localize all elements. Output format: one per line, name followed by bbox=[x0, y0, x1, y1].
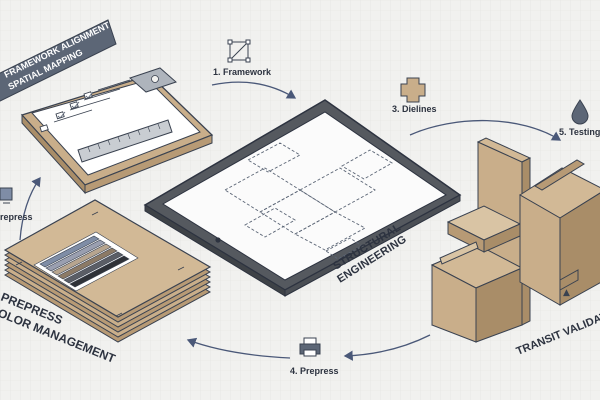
step-dielines-label: 3. Dielines bbox=[392, 104, 437, 114]
color-swatch-strip bbox=[33, 231, 139, 292]
arrow-dielines-to-testing bbox=[409, 119, 562, 141]
prepress-printer-icon bbox=[299, 337, 321, 357]
framework-icon bbox=[227, 39, 251, 63]
svg-text:▲: ▲ bbox=[563, 288, 570, 298]
registration-marks bbox=[15, 211, 185, 317]
tablet-home-button bbox=[215, 237, 221, 243]
shipping-box: ▲ bbox=[519, 159, 600, 306]
prepress-monitor-icon bbox=[0, 187, 13, 204]
tablet-screen bbox=[162, 111, 447, 281]
arrow-prepress-to-color bbox=[186, 337, 291, 359]
arrow-framework-to-tablet bbox=[211, 81, 297, 99]
step-framework-label: 1. Framework bbox=[213, 67, 272, 77]
testing-drop-icon bbox=[571, 99, 589, 125]
arrow-color-to-clipboard bbox=[19, 176, 41, 241]
tablet-structural-engineering bbox=[143, 99, 462, 297]
step-prepress-label: 4. Prepress bbox=[290, 366, 339, 376]
flat-sheet-stack bbox=[3, 199, 212, 343]
dielines-icon bbox=[400, 77, 426, 103]
clipboard-checklist bbox=[20, 67, 214, 195]
checklist-items bbox=[39, 79, 131, 133]
shelf-display-unit bbox=[430, 137, 532, 343]
dieline-drawing bbox=[224, 142, 393, 260]
step-testing-label: 5. Testing bbox=[559, 127, 600, 137]
step-prepress-partial-label: repress bbox=[0, 212, 33, 222]
arrow-testing-to-prepress bbox=[343, 334, 431, 361]
flow-arrows bbox=[19, 81, 562, 361]
